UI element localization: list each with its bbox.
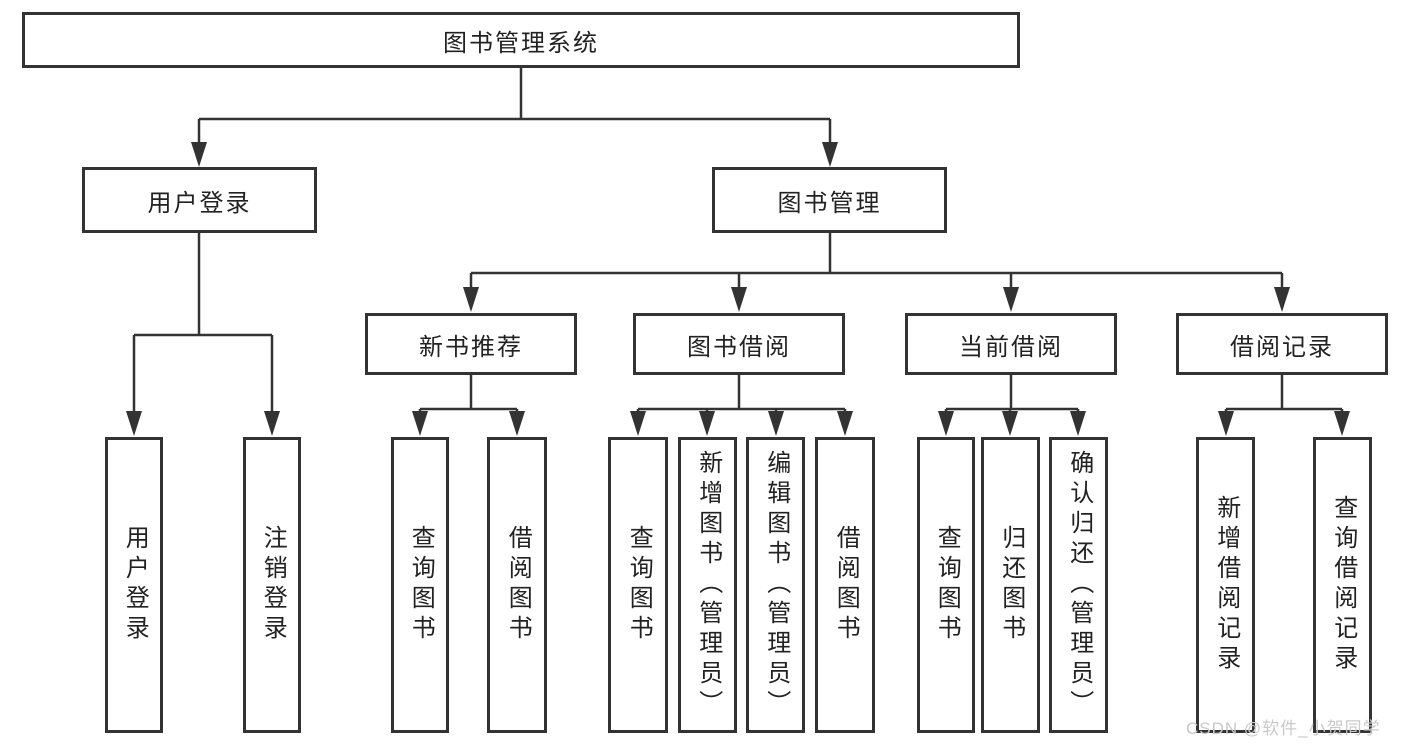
leaf-borrow-books-borrow: 借阅图书 (815, 437, 875, 733)
arrow-down-icon (126, 411, 142, 436)
arrow-down-icon (731, 287, 747, 312)
connector-bookmgmt-to-level3 (469, 233, 1284, 290)
leaf-logout: 注销登录 (243, 437, 301, 733)
node-borrow-record: 借阅记录 (1176, 313, 1388, 375)
node-book-borrow: 图书借阅 (633, 313, 845, 375)
arrow-down-icon (1334, 411, 1350, 436)
node-user-login: 用户登录 (82, 167, 317, 233)
arrow-down-icon (768, 411, 784, 436)
arrow-down-icon (837, 411, 853, 436)
leaf-borrow-books-recommend: 借阅图书 (487, 437, 547, 733)
leaf-query-books-borrow: 查询图书 (608, 437, 668, 733)
arrow-down-icon (630, 411, 646, 436)
leaf-user-login: 用户登录 (105, 437, 163, 733)
arrow-down-icon (509, 411, 525, 436)
node-new-book-recommend: 新书推荐 (365, 313, 577, 375)
leaf-query-borrow-record: 查询借阅记录 (1313, 437, 1372, 733)
arrow-down-icon (822, 142, 838, 167)
arrow-down-icon (264, 411, 280, 436)
connector-root-to-level2 (197, 68, 832, 145)
arrowheads (126, 142, 1350, 436)
leaf-add-book-admin: 新增图书（管理员） (678, 437, 737, 733)
arrow-down-icon (1002, 411, 1018, 436)
arrow-down-icon (938, 411, 954, 436)
node-current-borrow: 当前借阅 (905, 313, 1117, 375)
arrow-down-icon (1218, 411, 1234, 436)
node-book-management: 图书管理 (712, 167, 947, 233)
watermark: CSDN @软件_小贺同学 (1186, 719, 1381, 738)
connector-borrowrecord-to-leaves (1224, 375, 1344, 414)
arrow-down-icon (1070, 411, 1086, 436)
leaf-add-borrow-record: 新增借阅记录 (1196, 437, 1255, 733)
arrow-down-icon (191, 142, 207, 167)
arrow-down-icon (1003, 287, 1019, 312)
leaf-query-books-current: 查询图书 (917, 437, 975, 733)
leaf-confirm-return-admin: 确认归还（管理员） (1049, 437, 1108, 733)
node-system-root: 图书管理系统 (22, 12, 1020, 68)
connector-userlogin-to-leaves (132, 233, 274, 414)
leaf-return-book: 归还图书 (981, 437, 1040, 733)
connector-bookborrow-to-leaves (636, 375, 847, 414)
arrow-down-icon (699, 411, 715, 436)
arrow-down-icon (1274, 287, 1290, 312)
arrow-down-icon (463, 287, 479, 312)
connector-currentborrow-to-leaves (944, 375, 1080, 414)
connector-newbook-to-leaves (418, 375, 519, 414)
leaf-edit-book-admin: 编辑图书（管理员） (746, 437, 805, 733)
leaf-query-books-recommend: 查询图书 (391, 437, 449, 733)
arrow-down-icon (412, 411, 428, 436)
